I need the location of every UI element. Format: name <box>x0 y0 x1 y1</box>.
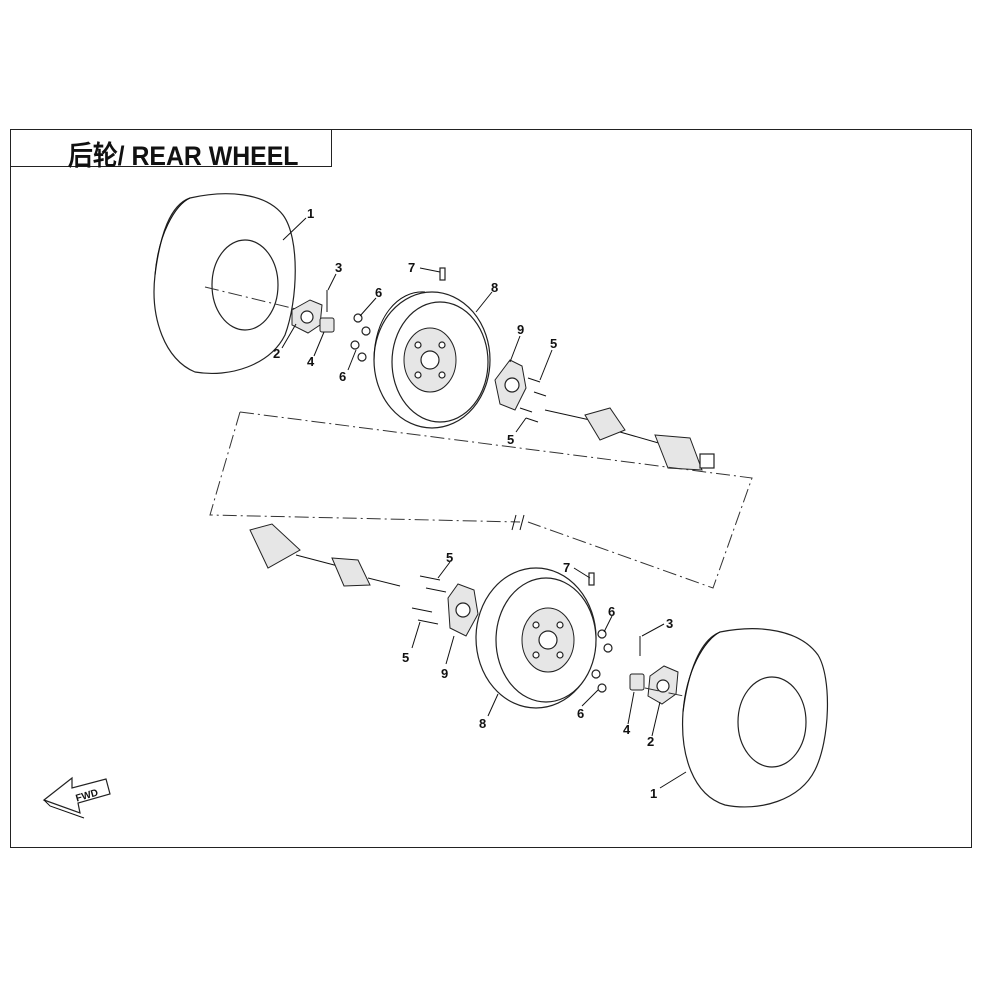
rim-upper <box>373 291 491 429</box>
callout-bolt-lower-top: 5 <box>446 550 453 565</box>
valve-upper <box>439 267 446 281</box>
rim-lower <box>475 567 597 709</box>
callout-tire-upper: 1 <box>307 206 314 221</box>
callout-cotter-pin-upper: 3 <box>335 260 342 275</box>
callout-wheel-nut-upper-bottom: 6 <box>339 369 346 384</box>
callout-castle-nut-lower: 4 <box>623 722 631 737</box>
callout-hub-upper: 9 <box>517 322 524 337</box>
callout-hub-cap-upper: 2 <box>273 346 280 361</box>
callout-castle-nut-upper: 4 <box>307 354 315 369</box>
wheel-nuts-upper <box>350 313 371 362</box>
page-title: 后轮/ REAR WHEEL <box>68 141 299 171</box>
callout-valve-upper: 7 <box>408 260 415 275</box>
shaft-connection-lines <box>209 411 753 589</box>
callout-hub-cap-lower: 2 <box>647 734 654 749</box>
callout-wheel-nut-upper-top: 6 <box>375 285 382 300</box>
callout-valve-lower: 7 <box>563 560 570 575</box>
tire-upper <box>153 193 296 375</box>
drive-shaft-lower <box>249 523 401 587</box>
castle-nut-upper <box>319 317 335 333</box>
callout-tire-lower: 1 <box>650 786 657 801</box>
callout-rim-lower: 8 <box>479 716 486 731</box>
hub-cap-lower <box>647 665 679 705</box>
callout-wheel-nut-lower-bottom: 6 <box>577 706 584 721</box>
tire-lower <box>681 628 828 808</box>
callout-cotter-pin-lower: 3 <box>666 616 673 631</box>
drive-shaft-upper <box>544 407 715 471</box>
title-box <box>10 129 332 167</box>
callout-bolt-upper-top: 5 <box>550 336 557 351</box>
callout-hub-lower: 9 <box>441 666 448 681</box>
callout-bolt-lower-bottom: 5 <box>402 650 409 665</box>
axis-line-upper-left <box>204 286 301 311</box>
bolts-lower <box>411 575 447 625</box>
hub-upper <box>494 359 527 411</box>
wheel-nuts-lower <box>591 629 613 693</box>
castle-nut-lower <box>629 673 645 691</box>
hub-cap-upper <box>291 299 323 334</box>
leader-lines <box>281 217 687 789</box>
callout-bolt-upper-bottom: 5 <box>507 432 514 447</box>
callout-rim-upper: 8 <box>491 280 498 295</box>
fwd-arrow-icon: FWD <box>42 776 111 819</box>
valve-lower <box>588 572 595 586</box>
diagram-frame <box>10 129 972 848</box>
bolts-upper <box>519 377 547 423</box>
hub-lower <box>447 583 479 637</box>
callout-wheel-nut-lower-top: 6 <box>608 604 615 619</box>
